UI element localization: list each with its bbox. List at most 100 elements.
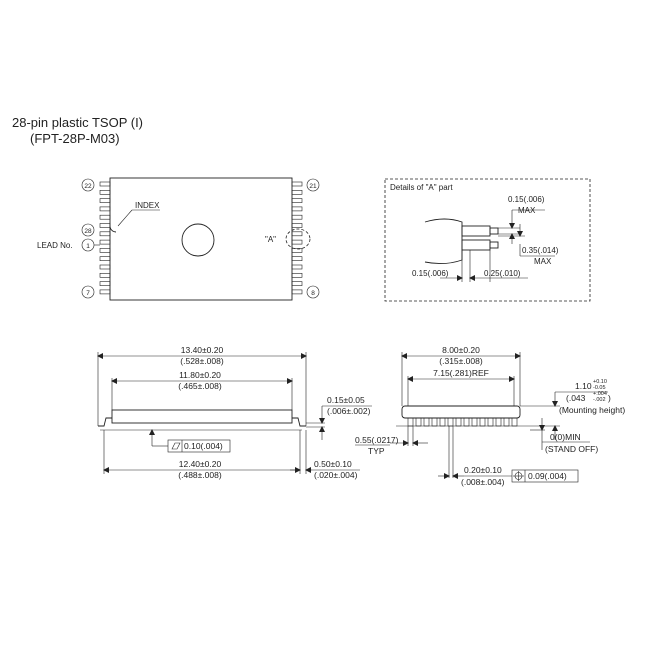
- lead-pin: [291, 281, 303, 286]
- end-lead-pin: [511, 417, 518, 427]
- end-lead-pin: [471, 417, 478, 427]
- package-title: 28-pin plastic TSOP (I): [12, 115, 144, 130]
- pin-1-label: 1: [86, 243, 90, 250]
- index-label: INDEX: [135, 201, 160, 210]
- typ-label: TYP: [368, 446, 385, 456]
- lead-pin: [291, 264, 303, 270]
- side-body: [111, 409, 293, 424]
- side-lead-right: [292, 417, 306, 427]
- side-view: 13.40±0.20 (.528±.008) 11.80±0.20 (.465±…: [97, 345, 372, 480]
- dim-1180-inch: (.465±.008): [178, 381, 222, 391]
- end-lead-pin: [447, 417, 454, 427]
- lead-pin: [99, 239, 111, 245]
- end-lead-pin: [487, 417, 494, 427]
- lead-pin: [99, 190, 111, 195]
- detail-a-title: Details of "A" part: [390, 183, 453, 192]
- dim-800: 8.00±0.20: [442, 345, 480, 355]
- dim-015: 0.15±0.05: [327, 395, 365, 405]
- dim-1340-inch: (.528±.008): [180, 356, 224, 366]
- detail-lead-upper: [461, 225, 491, 237]
- lead-pin: [291, 239, 303, 245]
- flatness-value: 0.10(.004): [184, 441, 223, 451]
- lead-pin: [99, 248, 111, 253]
- detail-a-callout-circle: [285, 228, 311, 250]
- lead-no-label: LEAD No.: [37, 241, 73, 250]
- dim-detail-max-1: MAX: [518, 206, 536, 215]
- lead-pin: [291, 181, 303, 187]
- end-body: [401, 405, 521, 419]
- pin-28-marker: [81, 223, 95, 237]
- lead-pin: [99, 223, 111, 228]
- dim-020: 0.20±0.10: [464, 465, 502, 475]
- dim-715-ref: 7.15(.281)REF: [433, 368, 489, 378]
- stand-off-label: (STAND OFF): [545, 444, 598, 454]
- lead-pin: [99, 256, 111, 262]
- end-lead-pin: [415, 417, 422, 427]
- dim-1240: 12.40±0.20: [179, 459, 222, 469]
- end-lead-pin: [479, 417, 486, 427]
- dim-800-inch: (.315±.008): [439, 356, 483, 366]
- top-view-pins: [99, 181, 303, 295]
- end-view: 8.00±0.20 (.315±.008) 7.15(.281)REF 1.10…: [355, 345, 625, 487]
- detail-lead-lower: [461, 239, 491, 251]
- top-view: INDEX LEAD No. 22 21 28 1 7 8 "A": [37, 177, 320, 301]
- lead-pin: [291, 223, 303, 228]
- dim-015-inch: (.006±.002): [327, 406, 371, 416]
- dim-0min: 0(0)MIN: [550, 432, 581, 442]
- end-lead-pin: [423, 417, 430, 427]
- lead-pin: [99, 231, 111, 237]
- detail-a-callout-label: "A": [265, 235, 276, 244]
- end-lead-pin: [463, 417, 470, 427]
- mold-mark: [181, 223, 215, 257]
- dim-1340: 13.40±0.20: [181, 345, 224, 355]
- lead-pin: [99, 272, 111, 278]
- end-lead-pin: [407, 417, 414, 427]
- pin-8-label: 8: [311, 290, 315, 297]
- dim-043-tol-plus: +.004: [593, 391, 607, 397]
- detail-a-view: Details of "A" part 0.15(.006) MAX 0.35(…: [384, 178, 591, 302]
- lead-pin: [291, 206, 303, 212]
- lead-pin: [99, 264, 111, 270]
- lead-pin: [291, 289, 303, 295]
- side-lead-left: [98, 417, 112, 427]
- end-lead-pin: [455, 417, 462, 427]
- pin-8-marker: [306, 285, 320, 299]
- dim-110: 1.10: [575, 381, 592, 391]
- lead-pin: [291, 190, 303, 195]
- end-lead-pin: [439, 417, 446, 427]
- lead-pin: [291, 248, 303, 253]
- dim-1240-inch: (.488±.008): [178, 470, 222, 480]
- lead-pin: [291, 272, 303, 278]
- index-notch: [109, 225, 117, 233]
- pin-7-marker: [81, 285, 95, 299]
- lead-pin: [291, 198, 303, 203]
- lead-pin: [291, 231, 303, 237]
- lead-pin: [99, 198, 111, 203]
- package-code: (FPT-28P-M03): [30, 131, 120, 146]
- dim-050: 0.50±0.10: [314, 459, 352, 469]
- position-tolerance-frame: [511, 469, 579, 483]
- pin-21-label: 21: [309, 183, 317, 190]
- detail-a-frame: [384, 178, 591, 302]
- lead-pin: [99, 206, 111, 212]
- lead-pin: [291, 256, 303, 262]
- dim-055: 0.55(.0217): [355, 435, 399, 445]
- dim-043: (.043: [566, 393, 586, 403]
- flatness-frame: [167, 439, 231, 453]
- index-leader: [117, 209, 133, 227]
- lead-pin: [99, 281, 111, 286]
- dim-detail-025: 0.25(.010): [484, 269, 521, 278]
- dim-detail-035: 0.35(.014): [522, 246, 559, 255]
- lead-pin: [291, 214, 303, 220]
- pin-28-label: 28: [84, 228, 92, 235]
- dim-detail-015-bottom: 0.15(.006): [412, 269, 449, 278]
- dim-043-close: ): [608, 393, 611, 403]
- end-lead-pin: [503, 417, 510, 427]
- dim-110-tol-minus: -0.05: [593, 385, 606, 391]
- end-view-pins: [407, 417, 518, 427]
- dim-detail-max-2: MAX: [534, 257, 552, 266]
- lead-pin: [99, 181, 111, 187]
- dim-1180: 11.80±0.20: [179, 370, 221, 380]
- lead-pin: [99, 289, 111, 295]
- lead-pin: [99, 214, 111, 220]
